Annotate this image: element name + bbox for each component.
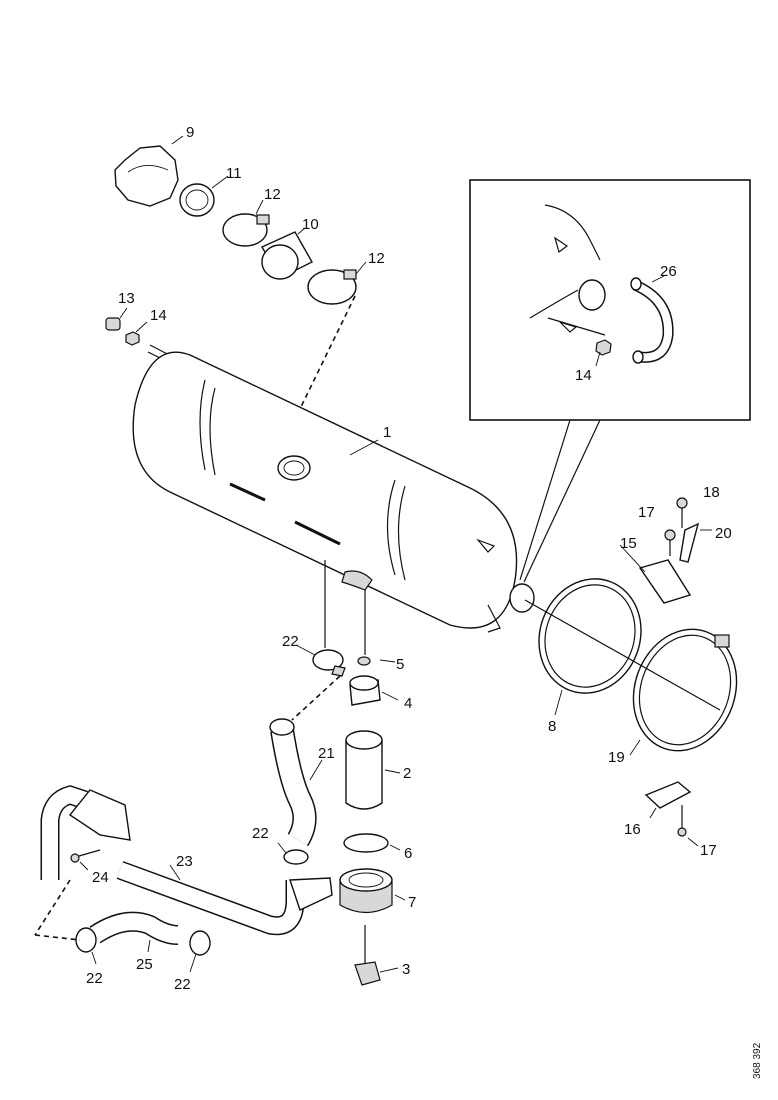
hose-25 <box>89 911 179 945</box>
label-part-19: 19 <box>608 749 625 766</box>
label-part-15: 15 <box>620 535 637 552</box>
fuel-tank-1 <box>132 351 535 633</box>
label-part-22-mid: 22 <box>252 825 269 842</box>
hose-21 <box>269 718 317 847</box>
bolt-18 <box>676 497 688 528</box>
filler-cap-group <box>114 135 367 305</box>
label-part-12-lower: 12 <box>368 250 385 267</box>
o-ring-6 <box>343 833 389 853</box>
label-part-22-bottom-left: 22 <box>86 970 103 987</box>
nut-7 <box>339 868 393 914</box>
hose-23 <box>40 785 333 936</box>
label-part-3: 3 <box>402 961 410 978</box>
fitting-4 <box>349 675 381 706</box>
clamp-22-top <box>312 649 346 677</box>
label-part-9: 9 <box>186 124 194 141</box>
filler-cap-9 <box>114 145 179 207</box>
bolt-24 <box>70 849 101 863</box>
label-part-14: 14 <box>150 307 167 324</box>
label-part-16: 16 <box>624 821 641 838</box>
bracket-15 <box>638 559 692 604</box>
label-part-22-top: 22 <box>282 633 299 650</box>
label-part-6: 6 <box>404 845 412 862</box>
label-part-25: 25 <box>136 956 153 973</box>
clip-20 <box>679 522 700 563</box>
label-part-7: 7 <box>408 894 416 911</box>
nut-14 <box>125 331 140 346</box>
detail-inset <box>469 179 751 583</box>
bolt-17-upper <box>664 529 676 556</box>
label-part-2: 2 <box>403 765 411 782</box>
label-part-24: 24 <box>92 869 109 886</box>
drain-plug-3 <box>354 925 381 986</box>
label-part-20: 20 <box>715 525 732 542</box>
label-part-23: 23 <box>176 853 193 870</box>
label-part-26: 26 <box>660 263 677 280</box>
label-part-8: 8 <box>548 718 556 735</box>
bolt-17-lower <box>677 805 687 837</box>
filter-2 <box>345 730 383 810</box>
label-part-5: 5 <box>396 656 404 673</box>
clamp-22-bottom-left <box>75 927 97 953</box>
drawing-reference-code: 368 392 <box>752 1042 763 1080</box>
label-part-11: 11 <box>226 165 242 182</box>
label-part-13: 13 <box>118 290 135 307</box>
seal-5 <box>357 656 371 666</box>
nut-14-detail <box>595 339 612 356</box>
label-part-10: 10 <box>302 216 319 233</box>
label-part-4: 4 <box>404 695 412 712</box>
label-part-18: 18 <box>703 484 720 501</box>
label-part-12-upper: 12 <box>264 186 281 203</box>
adapter-11 <box>179 183 215 217</box>
label-part-14-detail: 14 <box>575 367 592 384</box>
bolt-13 <box>105 317 121 331</box>
hose-bend-26 <box>630 277 674 364</box>
bracket-16 <box>644 781 692 809</box>
label-part-21: 21 <box>318 745 335 762</box>
label-part-17-upper: 17 <box>638 504 655 521</box>
label-part-17-lower: 17 <box>700 842 717 859</box>
label-part-22-bottom-right: 22 <box>174 976 191 993</box>
label-part-1: 1 <box>383 424 391 441</box>
clamp-22-bottom-right <box>189 930 211 956</box>
clamp-12-upper <box>222 213 268 247</box>
clamp-22-mid <box>283 849 309 865</box>
